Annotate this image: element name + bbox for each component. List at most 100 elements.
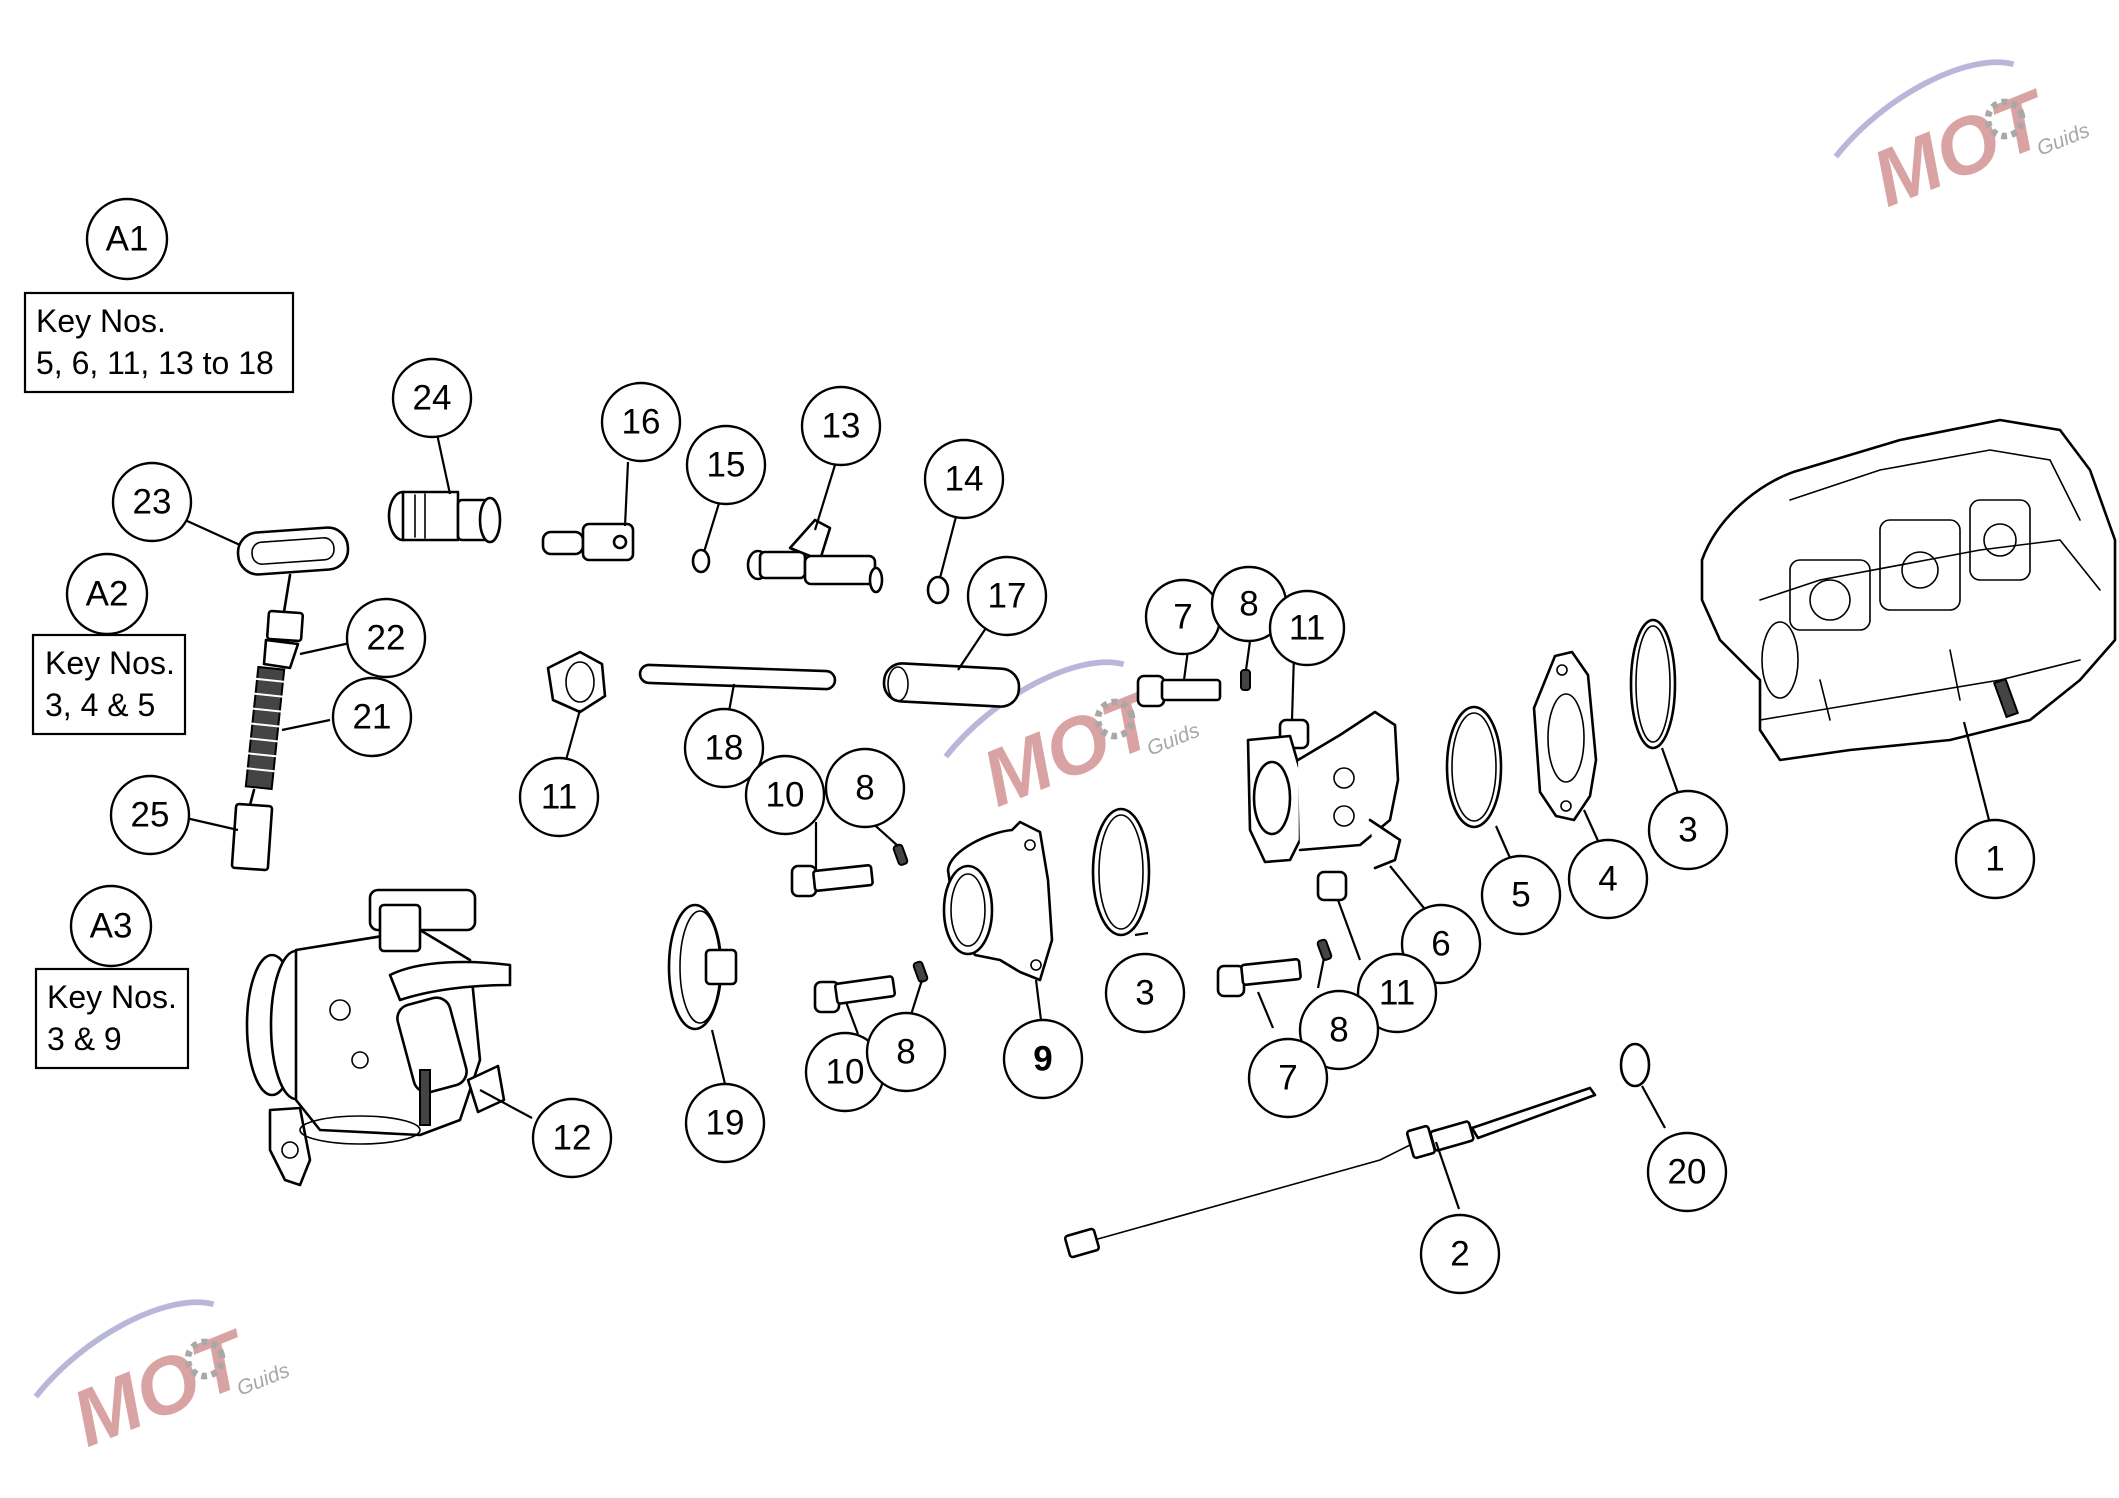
callout-label: 3 <box>1135 974 1154 1013</box>
callout-label: 12 <box>553 1119 592 1158</box>
key-box-line: 5, 6, 11, 13 to 18 <box>36 345 274 381</box>
part-2-sensor <box>1063 1086 1597 1259</box>
part-12-throttle-body <box>245 888 512 1187</box>
callout-label: 13 <box>822 407 861 446</box>
key-box-line: Key Nos. <box>45 645 175 681</box>
callout-17: 17 <box>966 555 1048 637</box>
callout-13: 13 <box>800 385 882 467</box>
watermark-text: MOT <box>1860 72 2064 223</box>
callout-19: 19 <box>684 1082 766 1164</box>
part-11-cap-nut <box>546 650 607 714</box>
part-7-bolt-upper <box>1136 674 1222 708</box>
callout-label: 8 <box>1239 585 1258 624</box>
callout-3: 3 <box>1104 952 1186 1034</box>
callout-4: 4 <box>1567 838 1649 920</box>
callout-label: 23 <box>133 483 172 522</box>
part-24-connector <box>387 490 502 544</box>
callout-25: 25 <box>109 774 191 856</box>
watermark-text: MOT <box>60 1312 264 1463</box>
callout-8: 8 <box>865 1011 947 1093</box>
callout-label: 8 <box>896 1033 915 1072</box>
callout-21: 21 <box>331 676 413 758</box>
part-9-adaptor <box>942 820 1054 982</box>
key-box-line: 3, 4 & 5 <box>45 687 155 723</box>
callout-label: 25 <box>131 796 170 835</box>
callout-label: 10 <box>766 776 805 815</box>
callout-14: 14 <box>923 438 1005 520</box>
callout-label: 21 <box>353 698 392 737</box>
callout-label: 4 <box>1598 860 1617 899</box>
callout-7: 7 <box>1247 1037 1329 1119</box>
callout-label: 20 <box>1668 1153 1707 1192</box>
key-box-line: Key Nos. <box>47 979 177 1015</box>
callout-label: 3 <box>1678 811 1697 850</box>
watermark-center: MOT Guids <box>943 659 1203 823</box>
key-box-A1: Key Nos. 5, 6, 11, 13 to 18 <box>23 291 295 394</box>
callout-label: 2 <box>1450 1235 1469 1274</box>
part-14-o-ring <box>926 575 950 605</box>
callout-22: 22 <box>345 597 427 679</box>
callout-label: 16 <box>622 403 661 442</box>
callout-24: 24 <box>391 357 473 439</box>
callout-label: 10 <box>826 1053 865 1092</box>
part-4-gasket <box>1532 650 1598 822</box>
callout-11: 11 <box>1356 952 1438 1034</box>
key-box-line: Key Nos. <box>36 303 166 339</box>
callout-label: 7 <box>1278 1059 1297 1098</box>
callout-3: 3 <box>1647 789 1729 871</box>
part-3-o-ring-middle <box>1091 807 1151 937</box>
part-8-washer-right <box>1316 938 1333 961</box>
callout-label: 1 <box>1985 840 2004 879</box>
watermark-bottom-left: MOT Guids <box>33 1299 293 1463</box>
part-10-bolt-upper <box>790 864 874 898</box>
callout-label: 19 <box>706 1104 745 1143</box>
part-16-fuel-connector <box>541 522 635 562</box>
callout-label: 9 <box>1033 1040 1052 1079</box>
part-6-manifold <box>1246 710 1402 870</box>
callout-7: 7 <box>1144 578 1222 656</box>
callout-label: 11 <box>1289 609 1325 648</box>
part-8-washer-mid <box>892 843 909 866</box>
callout-1: 1 <box>1954 818 2036 900</box>
leader-lines <box>184 433 1991 1210</box>
callout-label: 17 <box>988 577 1027 616</box>
part-18-rod <box>638 663 837 691</box>
callout-label: 5 <box>1511 876 1530 915</box>
key-box-A2: Key Nos. 3, 4 & 5 <box>31 633 187 736</box>
callout-label: A3 <box>90 907 133 946</box>
callout-8: 8 <box>1210 565 1288 643</box>
part-10-bolt-lower <box>813 975 897 1014</box>
part-1-cylinder-head <box>1700 418 2117 762</box>
callout-9: 9 <box>1002 1018 1084 1100</box>
callout-label: 11 <box>541 778 577 817</box>
callout-12: 12 <box>531 1097 613 1179</box>
callout-A1: A1 <box>85 197 169 281</box>
key-box-A3: Key Nos. 3 & 9 <box>34 967 190 1070</box>
callout-16: 16 <box>600 381 682 463</box>
part-19-hose-clamp <box>667 903 738 1031</box>
part-3-o-ring-right <box>1629 618 1677 750</box>
callout-label: 15 <box>707 446 746 485</box>
part-8-washer-lower <box>912 960 929 983</box>
callout-18: 18 <box>683 707 765 789</box>
callout-11: 11 <box>518 756 600 838</box>
callout-label: 7 <box>1173 598 1192 637</box>
callout-8: 8 <box>824 747 906 829</box>
callout-label: A1 <box>106 220 149 259</box>
callout-8: 8 <box>1298 989 1380 1071</box>
part-7-bolt-lower <box>1216 958 1302 998</box>
callout-label: A2 <box>86 575 129 614</box>
part-17-tube <box>882 662 1021 708</box>
callout-label: 11 <box>1379 974 1415 1013</box>
callout-label: 8 <box>855 769 874 808</box>
callout-20: 20 <box>1646 1131 1728 1213</box>
callout-5: 5 <box>1480 854 1562 936</box>
part-11-bush-lower <box>1316 870 1348 902</box>
callout-11: 11 <box>1268 589 1346 667</box>
callout-label: 18 <box>705 729 744 768</box>
part-8-washer-upper <box>1240 669 1251 691</box>
watermark-top-right: MOT Guids <box>1833 59 2093 223</box>
callout-2: 2 <box>1419 1213 1501 1295</box>
